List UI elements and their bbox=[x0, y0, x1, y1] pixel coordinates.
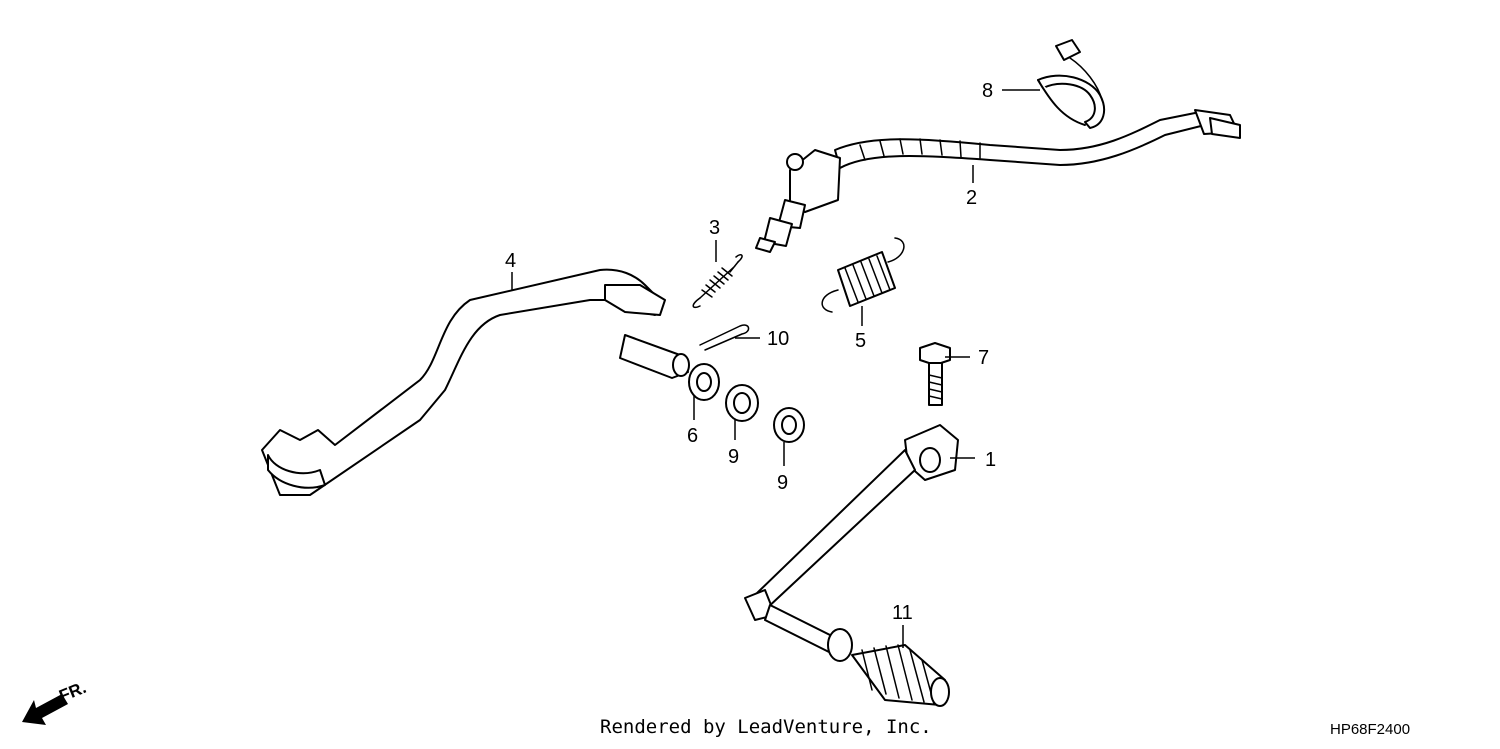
callout-10: 10 bbox=[767, 328, 789, 350]
front-direction-indicator: FR. bbox=[22, 678, 89, 725]
callout-9b: 9 bbox=[777, 472, 788, 494]
footer-credit: Rendered by LeadVenture, Inc. bbox=[600, 716, 932, 738]
callout-2: 2 bbox=[966, 187, 977, 209]
callout-3: 3 bbox=[709, 217, 720, 239]
front-arrow-icon bbox=[22, 694, 68, 725]
diagram-code: HP68F2400 bbox=[1330, 721, 1411, 738]
callout-9a: 9 bbox=[728, 446, 739, 468]
callout-11: 11 bbox=[892, 602, 913, 624]
callout-6: 6 bbox=[687, 425, 698, 447]
callout-5: 5 bbox=[855, 330, 866, 352]
part-spring-large[interactable] bbox=[821, 237, 905, 313]
callout-8: 8 bbox=[982, 80, 993, 102]
callout-1: 1 bbox=[985, 449, 996, 471]
part-rubber-foot-peg[interactable] bbox=[851, 644, 950, 707]
front-label: FR. bbox=[56, 678, 89, 706]
part-washer[interactable] bbox=[688, 363, 720, 401]
callout-7: 7 bbox=[978, 347, 989, 369]
part-dust-seal-2[interactable] bbox=[773, 407, 805, 443]
part-dust-seal-1[interactable] bbox=[725, 384, 759, 422]
part-spring-small[interactable] bbox=[692, 254, 743, 309]
part-cotter-pin[interactable] bbox=[699, 324, 750, 351]
part-brake-pedal[interactable] bbox=[261, 268, 690, 496]
part-band-clamp[interactable] bbox=[1037, 39, 1106, 129]
callout-4: 4 bbox=[505, 250, 516, 272]
part-gearshift-arm[interactable] bbox=[744, 424, 959, 662]
part-bolt[interactable] bbox=[919, 342, 951, 406]
part-stop-switch-harness[interactable] bbox=[755, 109, 1241, 253]
